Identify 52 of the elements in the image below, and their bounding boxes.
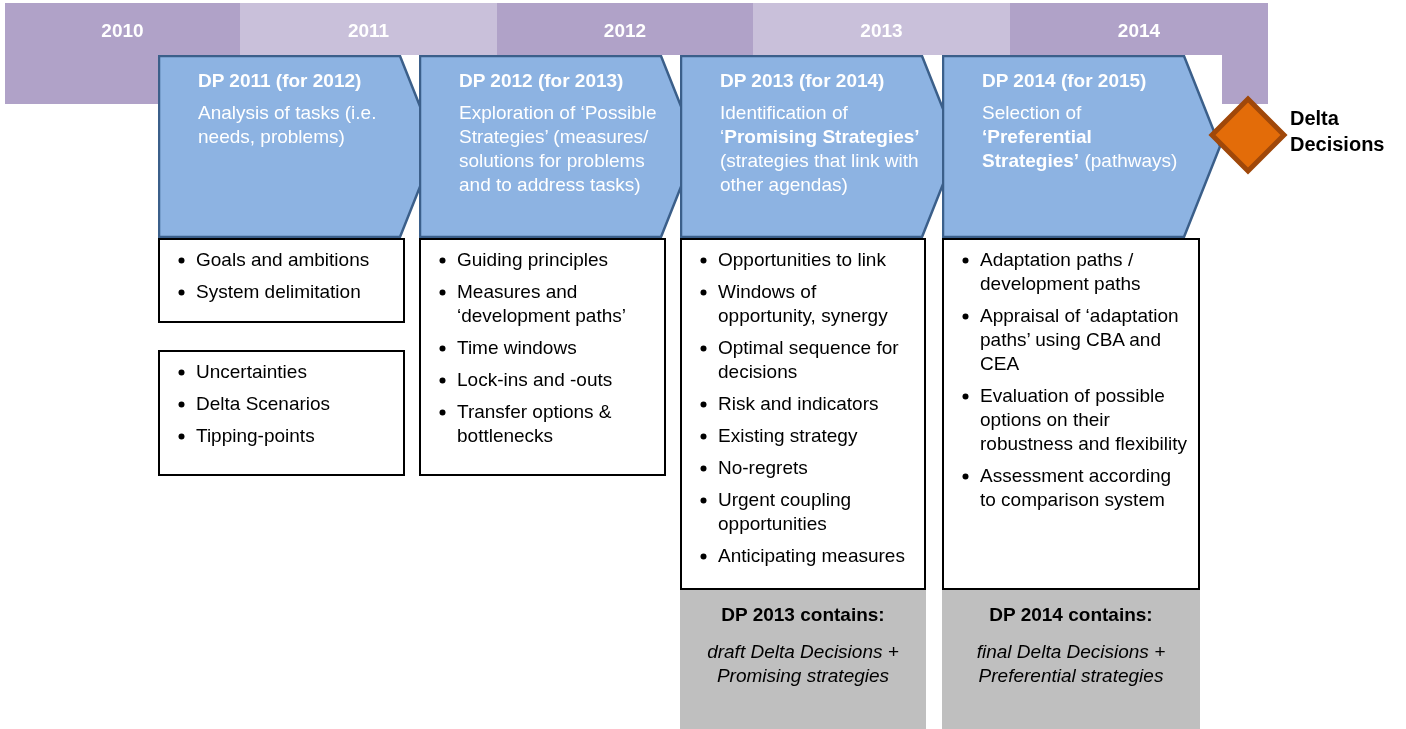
bullet-item: Evaluation of possible options on their robustness and flexibility xyxy=(980,385,1187,454)
summary-panel xyxy=(942,590,1200,729)
bullet-item: Tipping-points xyxy=(196,425,315,446)
bullet-item: Risk and indicators xyxy=(718,393,879,414)
year-band xyxy=(1010,3,1268,55)
bullet-item: Assessment according to comparison system xyxy=(980,465,1172,510)
bullet-item: Opportunities to link xyxy=(718,249,886,270)
bullet-item: Appraisal of ‘adaptation paths’ using CBA and CEA xyxy=(980,305,1179,374)
bullet-item: Time windows xyxy=(457,337,577,358)
year-label: 2012 xyxy=(603,20,647,42)
summary-heading: DP 2013 contains: xyxy=(721,604,885,626)
bullet-item: Uncertainties xyxy=(196,361,307,382)
step-description: Analysis of tasks (i.e. needs, problems) xyxy=(198,101,378,149)
bullet-item: Lock-ins and -outs xyxy=(457,369,613,390)
year-label: 2013 xyxy=(860,20,903,42)
milestone-label: Delta Decisions xyxy=(1290,106,1386,157)
summary-text: final Delta Decisions + Preferential strategies xyxy=(975,640,1167,688)
step-description: Exploration of ‘Possible Strategies’ (measures/ solutions for problems and to address tasks) xyxy=(459,101,658,197)
step-description: Identification of ‘Promising Strategies’ (strategies that link with other agendas) xyxy=(720,101,921,197)
year-label: 2010 xyxy=(101,20,144,42)
bullet-item: Existing strategy xyxy=(718,425,858,446)
bullet-list-box xyxy=(419,238,666,476)
bullet-item: Measures and ‘development paths’ xyxy=(457,281,626,326)
bullet-item: Transfer options & bottlenecks xyxy=(457,401,612,446)
bullet-list-box xyxy=(680,238,926,590)
year-label: 2014 xyxy=(1117,20,1161,42)
bullet-list-box xyxy=(158,238,405,323)
bullet-item: Optimal sequence for decisions xyxy=(718,337,899,382)
year-band xyxy=(5,3,240,55)
bullet-item: System delimitation xyxy=(196,281,361,302)
year-band xyxy=(240,3,497,55)
summary-text: draft Delta Decisions + Promising strategies xyxy=(706,640,900,688)
year-band xyxy=(497,3,753,55)
year-label: 2011 xyxy=(347,20,390,42)
step-title: DP 2011 (for 2012) xyxy=(198,69,362,93)
bullet-item: Delta Scenarios xyxy=(196,393,331,414)
year-band xyxy=(753,3,1010,55)
bullet-item: Goals and ambitions xyxy=(196,249,370,270)
bullet-list-box xyxy=(942,238,1200,590)
bullet-item: Adaptation paths / development paths xyxy=(980,249,1141,294)
bullet-item: Urgent coupling opportunities xyxy=(718,489,852,534)
bullet-item: Anticipating measures xyxy=(718,545,905,566)
step-title: DP 2012 (for 2013) xyxy=(459,69,624,93)
step-title: DP 2014 (for 2015) xyxy=(982,69,1147,93)
step-description: Selection of ‘Preferential Strategies’ (pathways) xyxy=(982,101,1179,173)
bullet-item: Windows of opportunity, synergy xyxy=(718,281,888,326)
bullet-item: Guiding principles xyxy=(457,249,609,270)
summary-panel xyxy=(680,590,926,729)
summary-heading: DP 2014 contains: xyxy=(989,604,1153,626)
step-title: DP 2013 (for 2014) xyxy=(720,69,885,93)
bullet-item: No-regrets xyxy=(718,457,808,478)
bullet-list-box xyxy=(158,350,405,476)
